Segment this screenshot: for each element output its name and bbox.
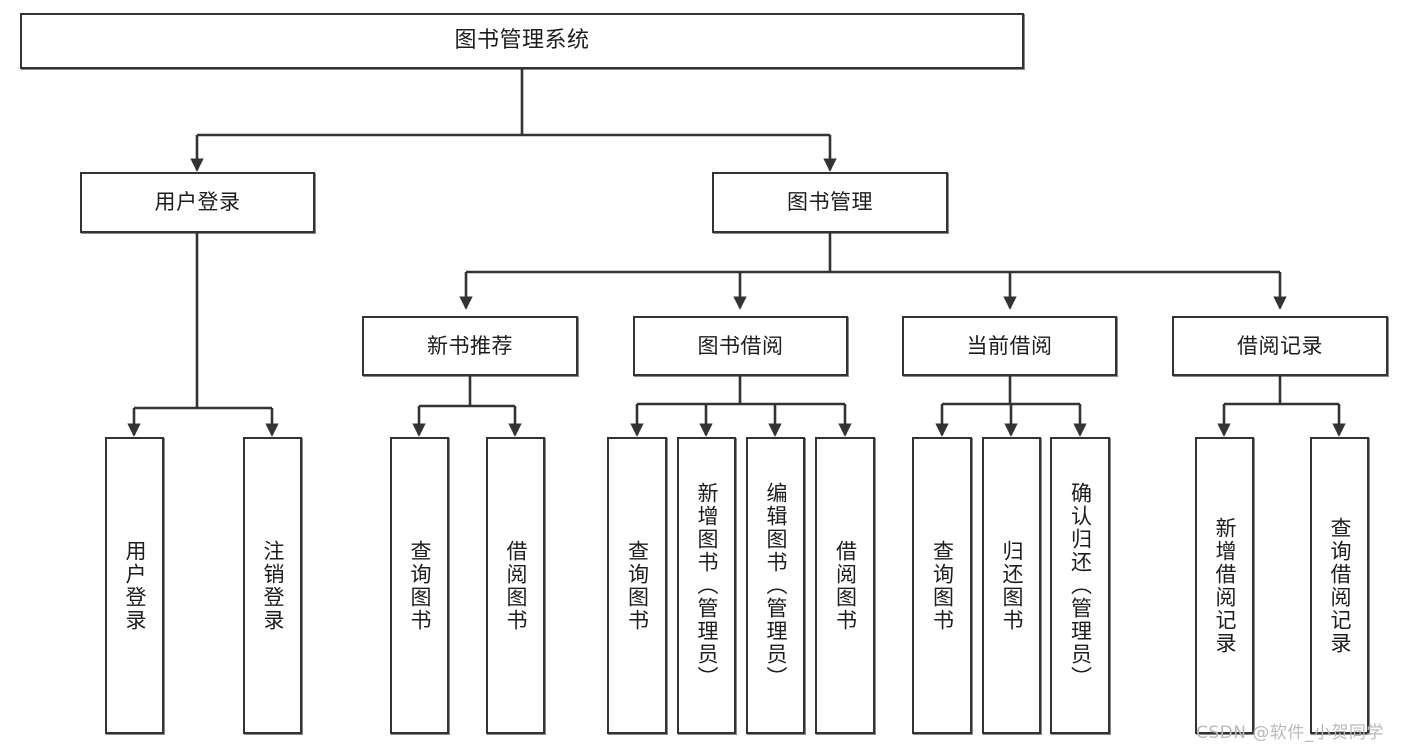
node-label: 归还图书	[999, 539, 1024, 632]
node-label: 用户登录	[122, 539, 147, 632]
node-label: 用户登录	[154, 190, 241, 215]
node-borrow-record[interactable]: 借阅记录	[1172, 316, 1388, 376]
node-label: 图书管理	[787, 190, 873, 215]
node-current-borrow[interactable]: 当前借阅	[902, 316, 1117, 376]
node-leaf-query-book-recommend[interactable]: 查询图书	[390, 437, 449, 734]
node-leaf-query-book-current[interactable]: 查询图书	[912, 437, 972, 734]
node-label: 新书推荐	[427, 333, 513, 358]
node-leaf-query-borrow-record[interactable]: 查询借阅记录	[1310, 437, 1369, 734]
node-leaf-query-book-borrow[interactable]: 查询图书	[607, 437, 667, 734]
node-label: 新增借阅记录	[1212, 516, 1237, 655]
node-leaf-confirm-return-admin[interactable]: 确认归还（管理员）	[1050, 437, 1110, 734]
node-label: 查询图书	[625, 539, 650, 632]
node-leaf-return-book[interactable]: 归还图书	[982, 437, 1041, 734]
node-leaf-logout[interactable]: 注销登录	[243, 437, 302, 734]
node-label: 新增图书（管理员）	[694, 482, 719, 689]
node-book-management[interactable]: 图书管理	[712, 172, 948, 233]
node-label: 查询图书	[930, 539, 955, 632]
node-user-login[interactable]: 用户登录	[80, 172, 315, 233]
node-label: 查询借阅记录	[1327, 516, 1352, 655]
node-label: 注销登录	[260, 539, 285, 632]
node-book-borrow[interactable]: 图书借阅	[633, 316, 848, 376]
node-label: 借阅记录	[1237, 333, 1323, 358]
node-label: 确认归还（管理员）	[1068, 482, 1093, 689]
node-label: 当前借阅	[966, 333, 1053, 358]
node-leaf-edit-book-admin[interactable]: 编辑图书（管理员）	[746, 437, 805, 734]
node-label: 借阅图书	[503, 539, 528, 632]
node-new-book-recommend[interactable]: 新书推荐	[362, 316, 578, 376]
node-leaf-borrow-book[interactable]: 借阅图书	[815, 437, 875, 734]
node-label: 图书借阅	[697, 333, 784, 358]
node-label: 查询图书	[407, 539, 432, 632]
node-leaf-borrow-book-recommend[interactable]: 借阅图书	[486, 437, 545, 734]
node-label: 编辑图书（管理员）	[763, 482, 788, 689]
node-label: 图书管理系统	[454, 28, 590, 54]
node-leaf-user-login[interactable]: 用户登录	[105, 437, 164, 734]
node-leaf-add-borrow-record[interactable]: 新增借阅记录	[1195, 437, 1254, 734]
csdn-watermark: CSDN @软件_小贺同学	[1196, 723, 1384, 743]
node-leaf-add-book-admin[interactable]: 新增图书（管理员）	[677, 437, 736, 734]
node-root-book-management-system[interactable]: 图书管理系统	[20, 13, 1024, 69]
node-label: 借阅图书	[833, 539, 858, 632]
